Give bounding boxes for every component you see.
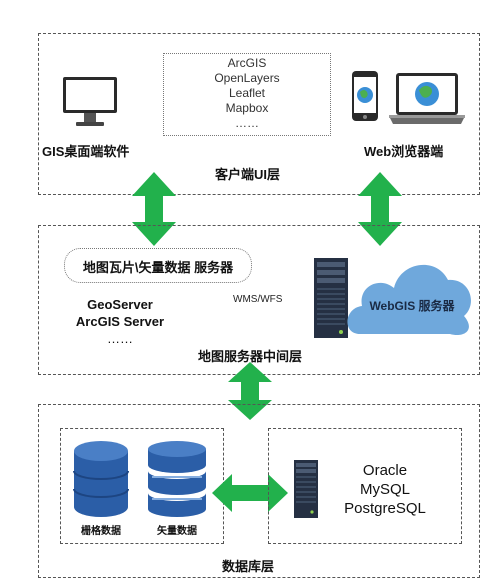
client-ui-layer [38,33,480,195]
data-database-arrow [212,474,288,512]
client-library-list-box [163,53,331,136]
mobile-phone-icon [352,71,378,121]
client-middle-arrow-right [358,172,402,246]
webgis-cloud-icon [347,264,471,336]
laptop-icon [389,73,465,124]
library-leaflet: Leaflet [228,86,266,100]
web-browser-label: Web浏览器端 [364,144,444,159]
map-server-middle-layer-title: 地图服务器中间层 [198,349,303,364]
server-ellipsis: …… [107,331,133,346]
client-middle-arrow-left [132,172,176,246]
raster-data-cylinder-icon [73,441,129,517]
client-library-list: ArcGIS OpenLayers Leaflet Mapbox …… [163,56,331,131]
webgis-server-label: WebGIS 服务器 [369,299,455,313]
database-oracle: Oracle [362,462,408,479]
database-systems-list: Oracle MySQL PostgreSQL [330,461,440,518]
raster-data-label: 栅格数据 [81,526,121,537]
vector-data-label: 矢量数据 [157,526,197,537]
server-list: GeoServer ArcGIS Server …… [60,296,180,347]
tile-server-label: 地图瓦片\矢量数据 服务器 [82,260,234,275]
database-server-icon [294,460,318,518]
server-tower-icon [314,258,348,338]
database-postgresql: PostgreSQL [344,500,426,517]
library-openlayers: OpenLayers [214,71,280,85]
client-ui-layer-title: 客户端UI层 [215,167,281,182]
database-layer [38,404,480,578]
desktop-software-label: GIS桌面端软件 [42,144,130,159]
server-geoserver: GeoServer [87,297,153,312]
library-mapbox: Mapbox [225,101,269,115]
middle-db-arrow [228,362,272,420]
desktop-monitor-icon [63,77,117,126]
library-ellipsis: …… [235,116,259,130]
database-systems-box [268,428,462,544]
server-arcgis-server: ArcGIS Server [75,314,165,329]
tile-server-box [64,248,252,283]
database-layer-title: 数据库层 [222,559,275,574]
database-mysql: MySQL [359,481,410,498]
wms-wfs-label: WMS/WFS [233,294,283,305]
vector-data-stack-icon [148,441,206,517]
library-arcgis: ArcGIS [227,56,267,70]
